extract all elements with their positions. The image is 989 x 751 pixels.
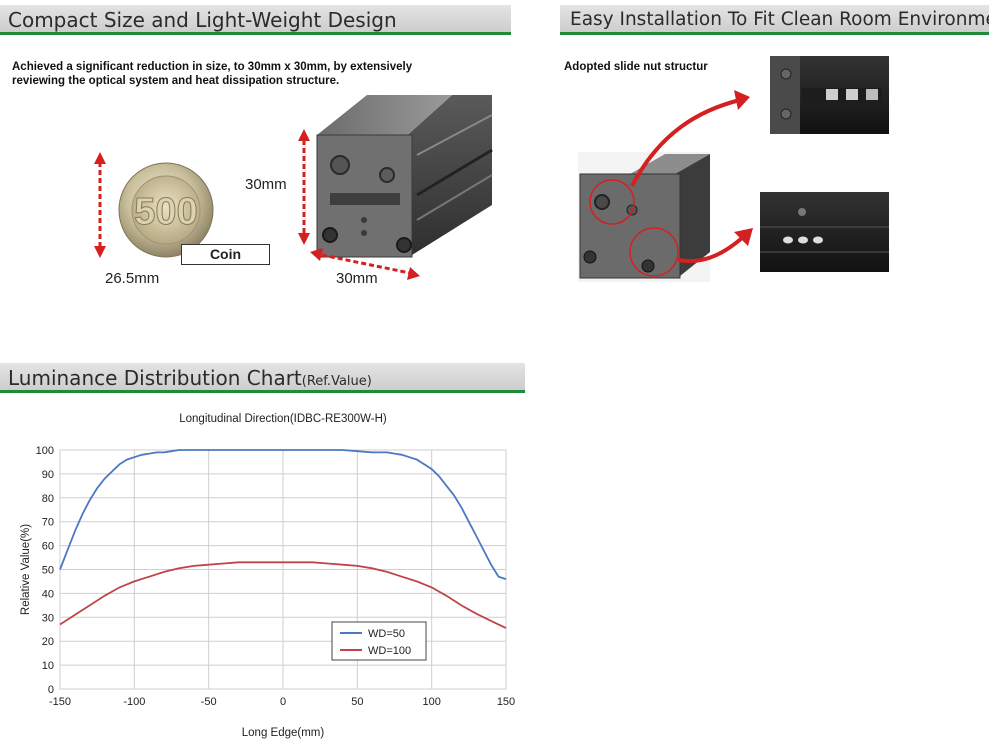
chart-y-tick-label: 40 <box>42 588 54 600</box>
install-photo-bottom <box>760 192 889 272</box>
chart-y-tick-label: 30 <box>42 612 54 624</box>
chart-y-tick-label: 90 <box>42 469 54 481</box>
coin-illustration: 500 <box>94 152 214 258</box>
install-top-screw-2 <box>780 108 792 120</box>
install-top-screw-1 <box>780 68 792 80</box>
extrusion-height-label: 30mm <box>245 176 287 193</box>
chart-x-tick-label: -150 <box>49 696 71 708</box>
extrusion-groove-1 <box>416 114 493 156</box>
coin-diameter-label: 26.5mm <box>105 270 160 287</box>
slide-nut-1 <box>826 89 838 100</box>
install-left-screw-1 <box>594 194 610 210</box>
arrow-to-top-photo <box>630 98 741 187</box>
extrusion-hole-2 <box>361 230 367 236</box>
chart-y-axis-label: Relative Value(%) <box>20 524 32 615</box>
extrusion-arrow-head-top <box>298 129 310 141</box>
chart-x-tick-label: -100 <box>123 696 145 708</box>
chart-x-tick-label: 150 <box>497 696 515 708</box>
extrusion-width-arrow <box>321 253 411 275</box>
install-photo-top-endcap <box>770 56 800 134</box>
install-illustration <box>578 56 889 282</box>
chart-title: Longitudinal Direction(IDBC-RE300W-H) <box>179 413 387 425</box>
extrusion-groove-3 <box>416 174 493 221</box>
install-hole-1 <box>783 236 793 244</box>
extrusion-arrow-head-left <box>310 248 323 261</box>
chart-y-tick-label: 0 <box>48 684 54 696</box>
install-left-screw-3 <box>583 250 597 264</box>
luminance-chart: Longitudinal Direction(IDBC-RE300W-H) Re… <box>20 413 516 739</box>
install-hole-2 <box>798 236 808 244</box>
install-hole-3 <box>813 236 823 244</box>
install-left-side-face <box>675 154 710 276</box>
chart-x-tick-label: -50 <box>201 696 217 708</box>
install-top-slot <box>802 88 882 102</box>
arrow-to-bottom-photo <box>677 236 744 264</box>
extrusion-width-label: 30mm <box>336 270 378 287</box>
coin-arrow-head-top <box>94 152 106 164</box>
compact-note-line2: reviewing the optical system and heat di… <box>12 75 340 87</box>
slide-nut-2 <box>846 89 858 100</box>
chart-legend-box <box>331 621 427 661</box>
chart-y-tick-label: 20 <box>42 636 54 648</box>
coin-denomination: 500 <box>134 191 197 233</box>
chart-x-tick-label: 0 <box>280 696 286 708</box>
extrusion-top-face <box>317 95 452 140</box>
arrow-head-bottom-photo <box>734 228 753 246</box>
install-left-top-face <box>630 154 710 174</box>
install-left-screw-4 <box>641 259 655 273</box>
extrusion-arrow-head-bottom <box>298 233 310 245</box>
chart-legend-label-1: WD=50 <box>368 628 405 640</box>
compact-note: Achieved a significant reduction in size… <box>12 60 412 88</box>
section-title-luminance: Luminance Distribution Chart(Ref.Value) <box>8 366 372 390</box>
chart-y-tick-label: 70 <box>42 517 54 529</box>
extrusion-screw-bottom-right <box>396 237 412 253</box>
coin-arrow-head-bottom <box>94 246 106 258</box>
chart-x-axis-label: Long Edge(mm) <box>242 727 325 739</box>
extrusion-screw-bottom-left <box>322 227 338 243</box>
luminance-title-main: Luminance Distribution Chart <box>8 366 302 390</box>
chart-grid <box>59 449 507 690</box>
slide-nut-3 <box>866 89 878 100</box>
extrusion-illustration <box>298 95 493 280</box>
compact-note-line1: Achieved a significant reduction in size… <box>12 61 413 73</box>
luminance-title-suffix: (Ref.Value) <box>301 374 372 389</box>
extrusion-arrow-head-right <box>407 267 420 280</box>
install-left-front-face <box>579 173 681 279</box>
section-title-install: Easy Installation To Fit Clean Room Envi… <box>570 9 989 30</box>
coin-label: Coin <box>181 244 270 265</box>
install-bottom-screw <box>798 208 806 216</box>
chart-y-tick-label: 50 <box>42 565 54 577</box>
chart-y-tick-label: 100 <box>36 445 54 457</box>
section-header-luminance: Luminance Distribution Chart(Ref.Value) <box>0 363 525 393</box>
coin-inner <box>131 175 201 245</box>
chart-x-tick-label: 50 <box>351 696 363 708</box>
chart-series-line-2 <box>59 561 507 629</box>
chart-series-line-1 <box>59 449 507 580</box>
extrusion-screw-top-right <box>379 167 395 183</box>
extrusion-front-slot <box>330 193 400 205</box>
arrow-head-top-photo <box>734 90 750 110</box>
extrusion-groove-2 <box>416 148 493 197</box>
highlight-circle-bottom <box>629 227 679 277</box>
chart-legend-label-2: WD=100 <box>368 645 411 657</box>
chart-series <box>59 449 507 629</box>
section-header-compact: Compact Size and Light-Weight Design <box>0 5 511 35</box>
chart-x-tick-label: 100 <box>422 696 440 708</box>
highlight-circle-top <box>589 179 635 225</box>
install-note: Adopted slide nut structur <box>564 61 708 73</box>
chart-y-tick-label: 80 <box>42 493 54 505</box>
section-header-install: Easy Installation To Fit Clean Room Envi… <box>560 5 989 35</box>
extrusion-screw-top-left <box>330 155 350 175</box>
chart-y-tick-label: 10 <box>42 660 54 672</box>
chart-y-tick-label: 60 <box>42 541 54 553</box>
chart-ticks: 0 10 20 30 40 50 60 70 80 90 100 -150 -100 -50 0 50 100 1… <box>36 445 516 708</box>
section-title-compact: Compact Size and Light-Weight Design <box>8 8 397 32</box>
extrusion-hole-1 <box>361 217 367 223</box>
